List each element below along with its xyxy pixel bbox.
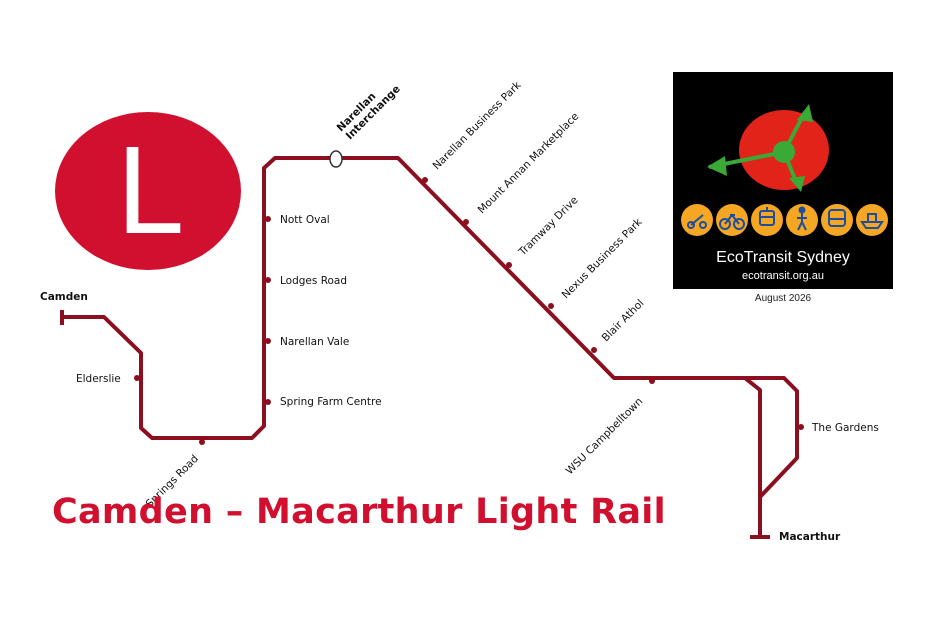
station-dot-narellan-vale [265, 338, 271, 344]
station-dot-springs-road [199, 439, 205, 445]
station-label-blair-athol: Blair Athol [600, 297, 647, 344]
station-dot-tramway-drive [506, 262, 512, 268]
rail-line [60, 156, 799, 539]
line-letter-logo: L [115, 123, 181, 261]
station-dot-wsu-campbelltown [649, 378, 655, 384]
station-label-nexus-business-park: Nexus Business Park [560, 216, 646, 302]
station-dot-the-gardens [798, 424, 804, 430]
ecotransit-emblem [681, 104, 888, 236]
station-label-the-gardens: The Gardens [811, 422, 879, 434]
green-arrows-icon [707, 104, 813, 192]
station-label-wsu-campbelltown: WSU Campbelltown [564, 395, 646, 477]
station-dot-narellan-business-park [422, 177, 428, 183]
station-label-narellan-business-park: Narellan Business Park [431, 79, 525, 173]
map-title: Camden – Macarthur Light Rail [52, 492, 666, 532]
ecotransit-logo-panel: EcoTransit Sydney ecotransit.org.au [673, 72, 893, 289]
issue-date: August 2026 [754, 293, 812, 304]
line-badge: L [55, 112, 241, 270]
station-label-tramway-drive: Tramway Drive [516, 194, 581, 259]
station-dot-blair-athol [591, 347, 597, 353]
ferry-icon [856, 204, 888, 236]
station-label-spring-farm-centre: Spring Farm Centre [280, 396, 382, 408]
ecotransit-name: EcoTransit Sydney [716, 249, 850, 266]
station-label-macarthur: Macarthur [779, 531, 841, 543]
station-label-camden: Camden [40, 291, 88, 303]
ecotransit-url: ecotransit.org.au [742, 270, 824, 282]
tram-icon [751, 204, 783, 236]
station-dot-nexus-business-park [548, 303, 554, 309]
station-label-narellan-vale: Narellan Vale [280, 336, 349, 348]
station-dot-mount-annan-marketplace [463, 219, 469, 225]
transport-mode-row [681, 204, 888, 236]
station-label-lodges-road: Lodges Road [280, 275, 347, 287]
line-letter: L [115, 123, 181, 261]
station-label-nott-oval: Nott Oval [280, 214, 330, 226]
station-label-elderslie: Elderslie [76, 373, 121, 385]
station-dot-nott-oval [265, 216, 271, 222]
station-markers [134, 177, 804, 445]
station-dot-lodges-road [265, 277, 271, 283]
station-dot-spring-farm-centre [265, 399, 271, 405]
station-dot-elderslie [134, 375, 140, 381]
interchange-marker-narellan [329, 150, 343, 168]
